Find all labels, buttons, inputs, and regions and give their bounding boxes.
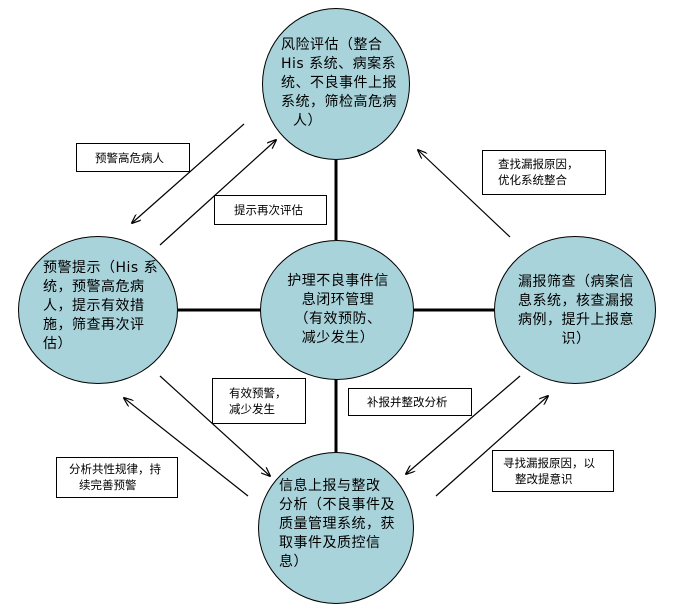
arrow-top-to-left (132, 123, 245, 223)
label-find-cause-awareness: 寻找漏报原因，以 整改提意识 (492, 450, 614, 492)
arrow-bottom-to-right (435, 396, 548, 497)
arrow-left-to-bottom (159, 375, 270, 476)
node-closed-loop-management-text: 护理不良事件信 息闭环管理 （有效预防、 减少发生） (287, 273, 389, 346)
label-analyze-patterns: 分析共性规律，持 续完善预警 (56, 457, 178, 498)
arrow-left-to-top (159, 140, 276, 246)
label-effective-warning: 有效预警， 减少发生 (212, 378, 306, 424)
arrow-right-to-top (418, 150, 511, 238)
node-missed-report-screening: 漏报筛查（病案信 息系统，核查漏报 病例，提升上报意 识） (494, 236, 656, 384)
arrow-right-to-bottom (406, 375, 521, 474)
node-closed-loop-management: 护理不良事件信 息闭环管理 （有效预防、 减少发生） (260, 240, 414, 380)
node-reporting-analysis: 信息上报与整改 分析（不良事件及 质量管理系统，获 取事件及质控信 息） (258, 452, 414, 604)
label-supplement-analysis: 补报并整改分析 (348, 388, 472, 416)
label-prompt-reassess: 提示再次评估 (214, 195, 327, 225)
node-early-warning: 预警提示（His 系 统，预警高危病 人，提示有效措 施，筛查再次评 估） (18, 236, 178, 384)
arrow-bottom-to-left (124, 398, 249, 497)
node-risk-assessment: 风险评估（整合 His 系统、病案系 统、不良事件上报 系统，筛检高危病 人） (262, 8, 410, 160)
label-find-cause-optimize: 查找漏报原因， 优化系统整合 (482, 150, 606, 195)
node-missed-report-screening-text: 漏报筛查（病案信 息系统，核查漏报 病例，提升上报意 识） (518, 274, 634, 347)
node-risk-assessment-text: 风险评估（整合 His 系统、病案系 统、不良事件上报 系统，筛检高危病 人） (281, 37, 397, 129)
node-reporting-analysis-text: 信息上报与整改 分析（不良事件及 质量管理系统，获 取事件及质控信 息） (279, 478, 395, 570)
label-warn-high-risk: 预警高危病人 (76, 143, 190, 172)
node-early-warning-text: 预警提示（His 系 统，预警高危病 人，提示有效措 施，筛查再次评 估） (43, 260, 159, 352)
